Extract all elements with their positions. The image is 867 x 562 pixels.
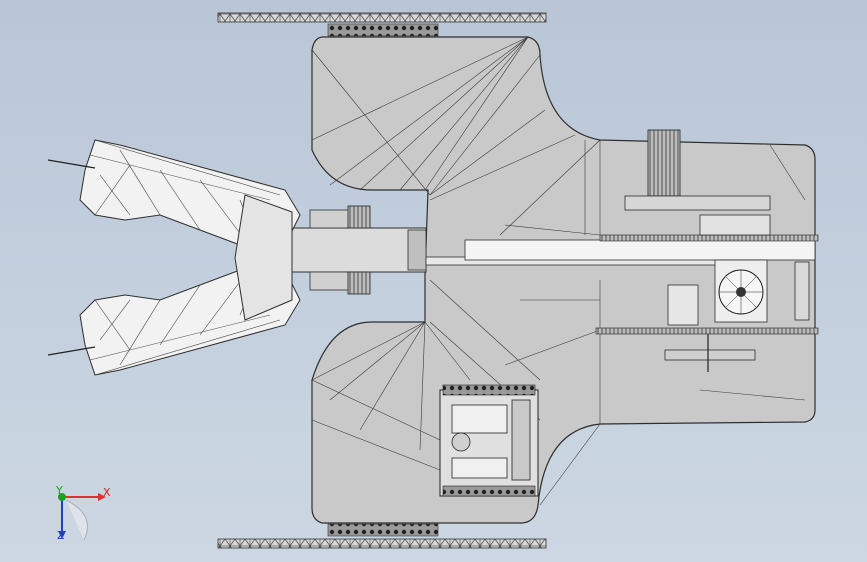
motor-block[interactable]	[439, 384, 539, 497]
y-axis-label: Y	[56, 484, 63, 497]
z-axis-label: Z	[57, 529, 65, 542]
top-track[interactable]	[217, 12, 547, 37]
bottom-track[interactable]	[217, 523, 547, 549]
chassis-body[interactable]	[311, 36, 816, 524]
y-axis-dot	[58, 493, 66, 501]
gripper-arm[interactable]	[47, 139, 427, 376]
drive-motor[interactable]	[624, 129, 771, 236]
gear-assembly[interactable]	[595, 259, 819, 372]
coordinate-triad	[58, 493, 106, 541]
x-axis-label: X	[103, 486, 111, 499]
linear-actuator[interactable]	[425, 234, 819, 266]
